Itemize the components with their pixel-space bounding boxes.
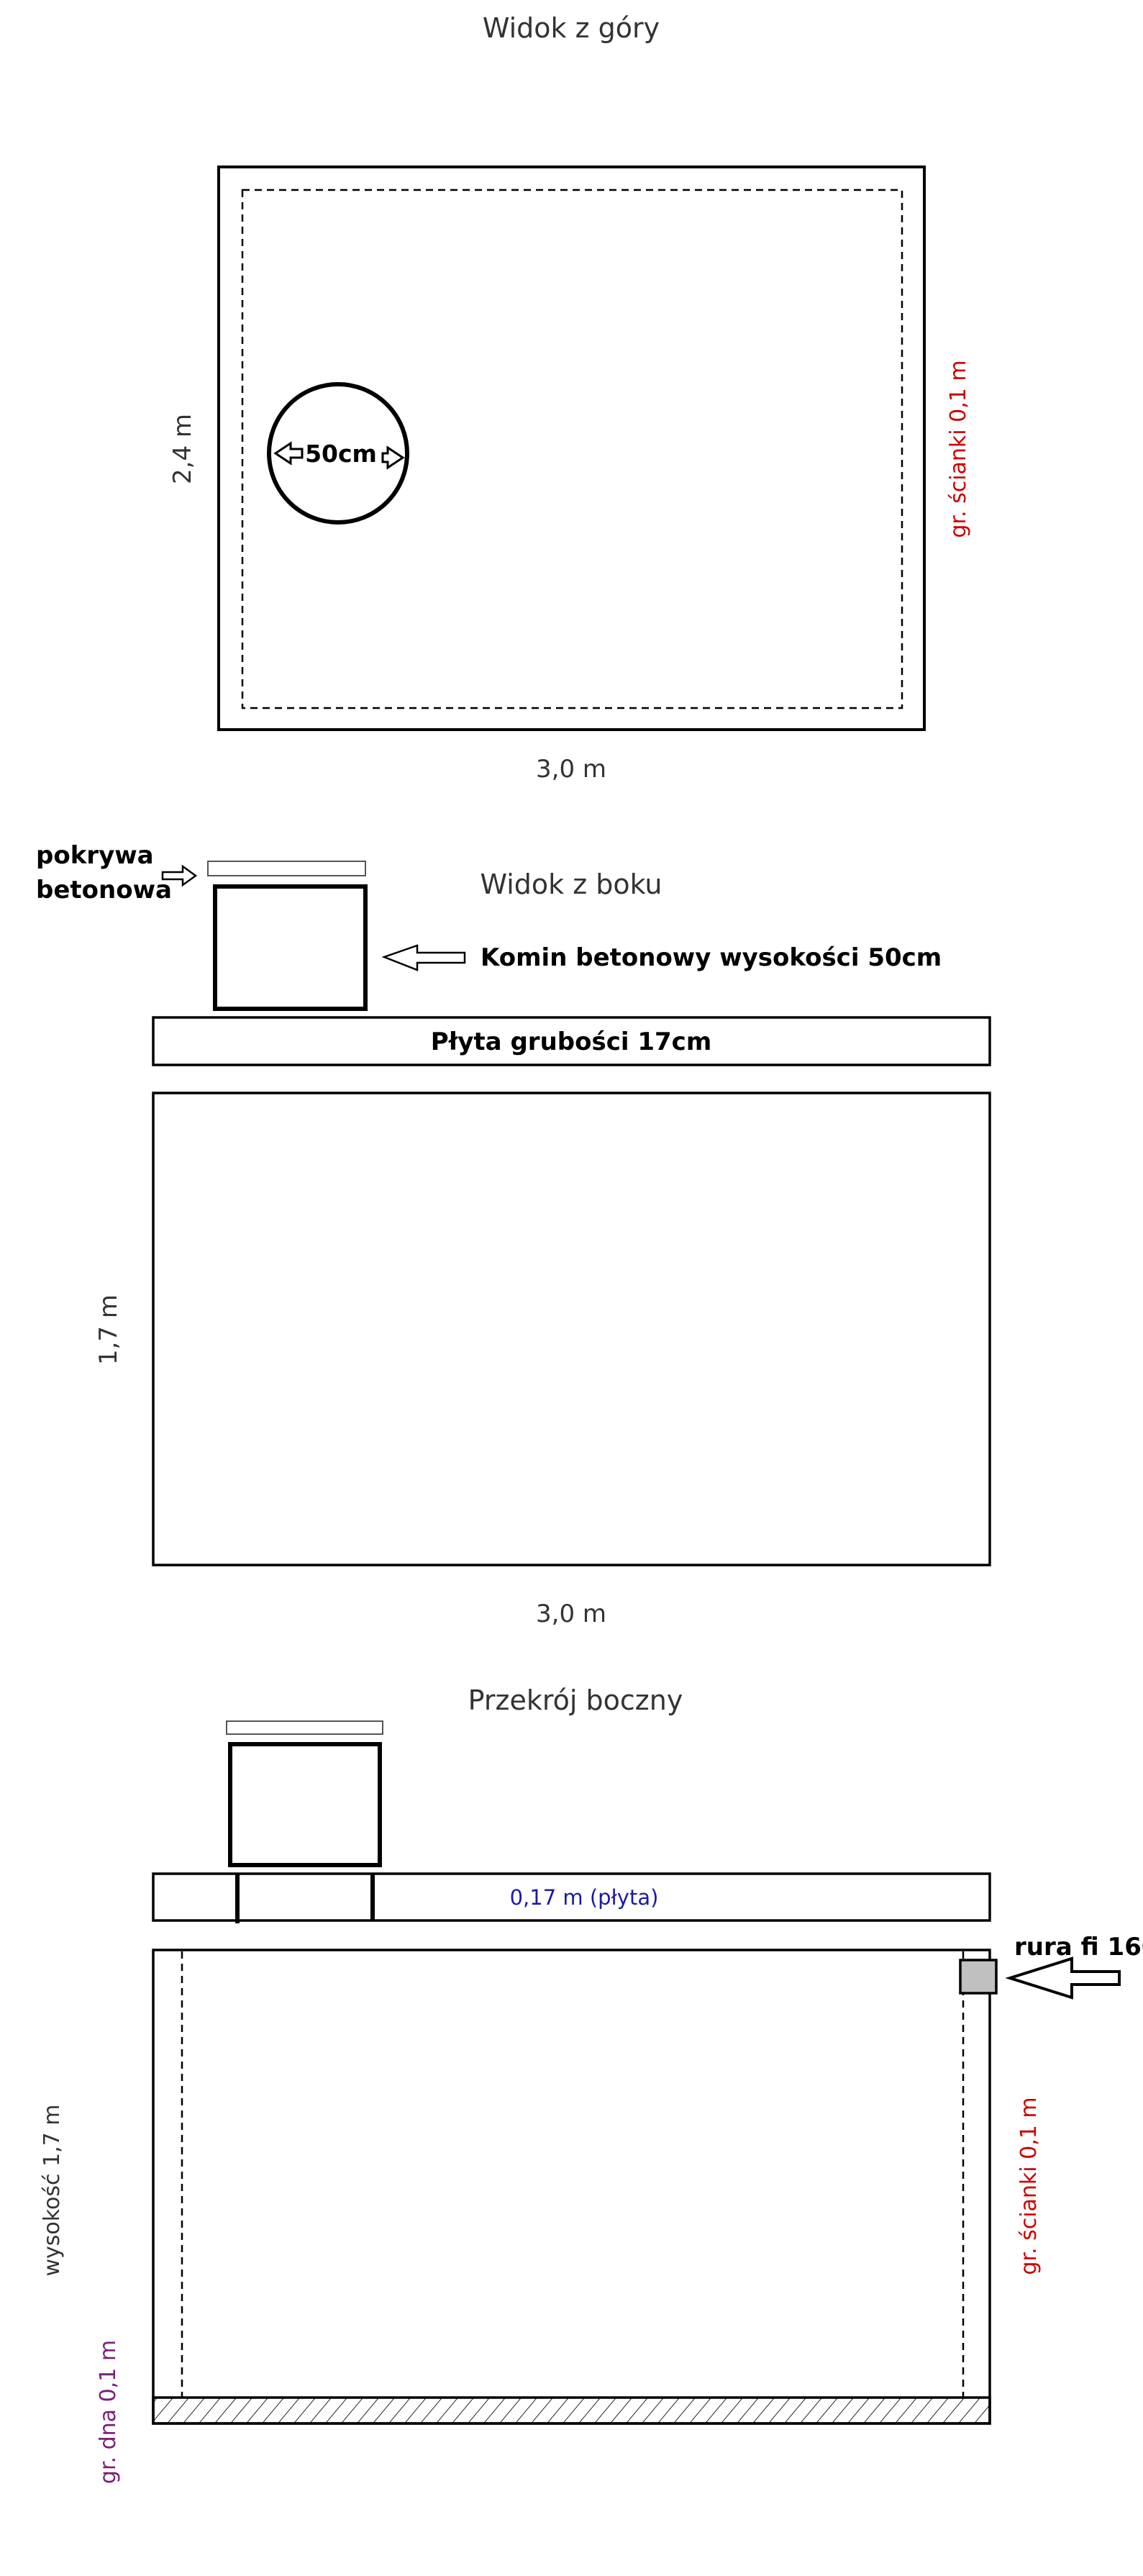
concrete-cover — [207, 861, 366, 876]
tank-bottom-hatched — [152, 2396, 991, 2425]
top-view-width-label: 3,0 m — [536, 755, 606, 784]
slab-label: Płyta grubości 17cm — [431, 1028, 712, 1056]
section-height-label: wysokość 1,7 m — [40, 2104, 65, 2276]
top-view-height-label: 2,4 m — [168, 414, 197, 484]
chimney-arrow-icon — [381, 944, 466, 971]
chimney-side — [213, 884, 368, 1011]
section-view-title: Przekrój boczny — [468, 1684, 683, 1716]
section-slab-label: 0,17 m (płyta) — [510, 1885, 659, 1910]
arrow-left-icon — [273, 441, 304, 466]
cover-label-line2: betonowa — [36, 876, 172, 904]
pipe-icon — [959, 1959, 998, 1995]
slab-side — [152, 1016, 991, 1066]
top-view: Widok z góry 50cm 2,4 m 3,0 m gr. ściank… — [168, 12, 971, 784]
section-concrete-cover — [226, 1720, 383, 1735]
side-view-title: Widok z boku — [480, 869, 662, 900]
cover-arrow-icon — [161, 864, 198, 887]
top-view-wall-label: gr. ścianki 0,1 m — [946, 360, 971, 538]
section-view: Przekrój boczny 0,17 m (płyta) rura fi 1… — [40, 1684, 1143, 2484]
section-tank-body — [152, 1949, 991, 2425]
hole-diameter-label: 50cm — [305, 440, 377, 468]
side-view-height-label: 1,7 m — [94, 1294, 123, 1365]
chimney-label: Komin betonowy wysokości 50cm — [481, 943, 942, 972]
top-view-title: Widok z góry — [483, 12, 660, 44]
arrow-right-icon — [381, 445, 405, 470]
tank-side-body — [152, 1092, 991, 1566]
side-view: Widok z boku pokrywa betonowa Komin beto… — [36, 841, 991, 1628]
chimney-opening-circle — [267, 382, 409, 525]
pipe-arrow-icon — [1005, 1956, 1121, 2000]
section-bottom-label: gr. dna 0,1 m — [96, 2340, 121, 2484]
section-chimney — [228, 1742, 382, 1867]
cover-label-line1: pokrywa — [36, 841, 154, 870]
section-wall-label: gr. ścianki 0,1 m — [1016, 2097, 1042, 2275]
top-view-outline — [217, 165, 926, 731]
pipe-label: rura fi 160 — [1014, 1933, 1143, 1962]
side-view-width-label: 3,0 m — [536, 1600, 606, 1628]
section-slab — [152, 1872, 991, 1922]
top-view-inner-wall — [241, 189, 903, 709]
